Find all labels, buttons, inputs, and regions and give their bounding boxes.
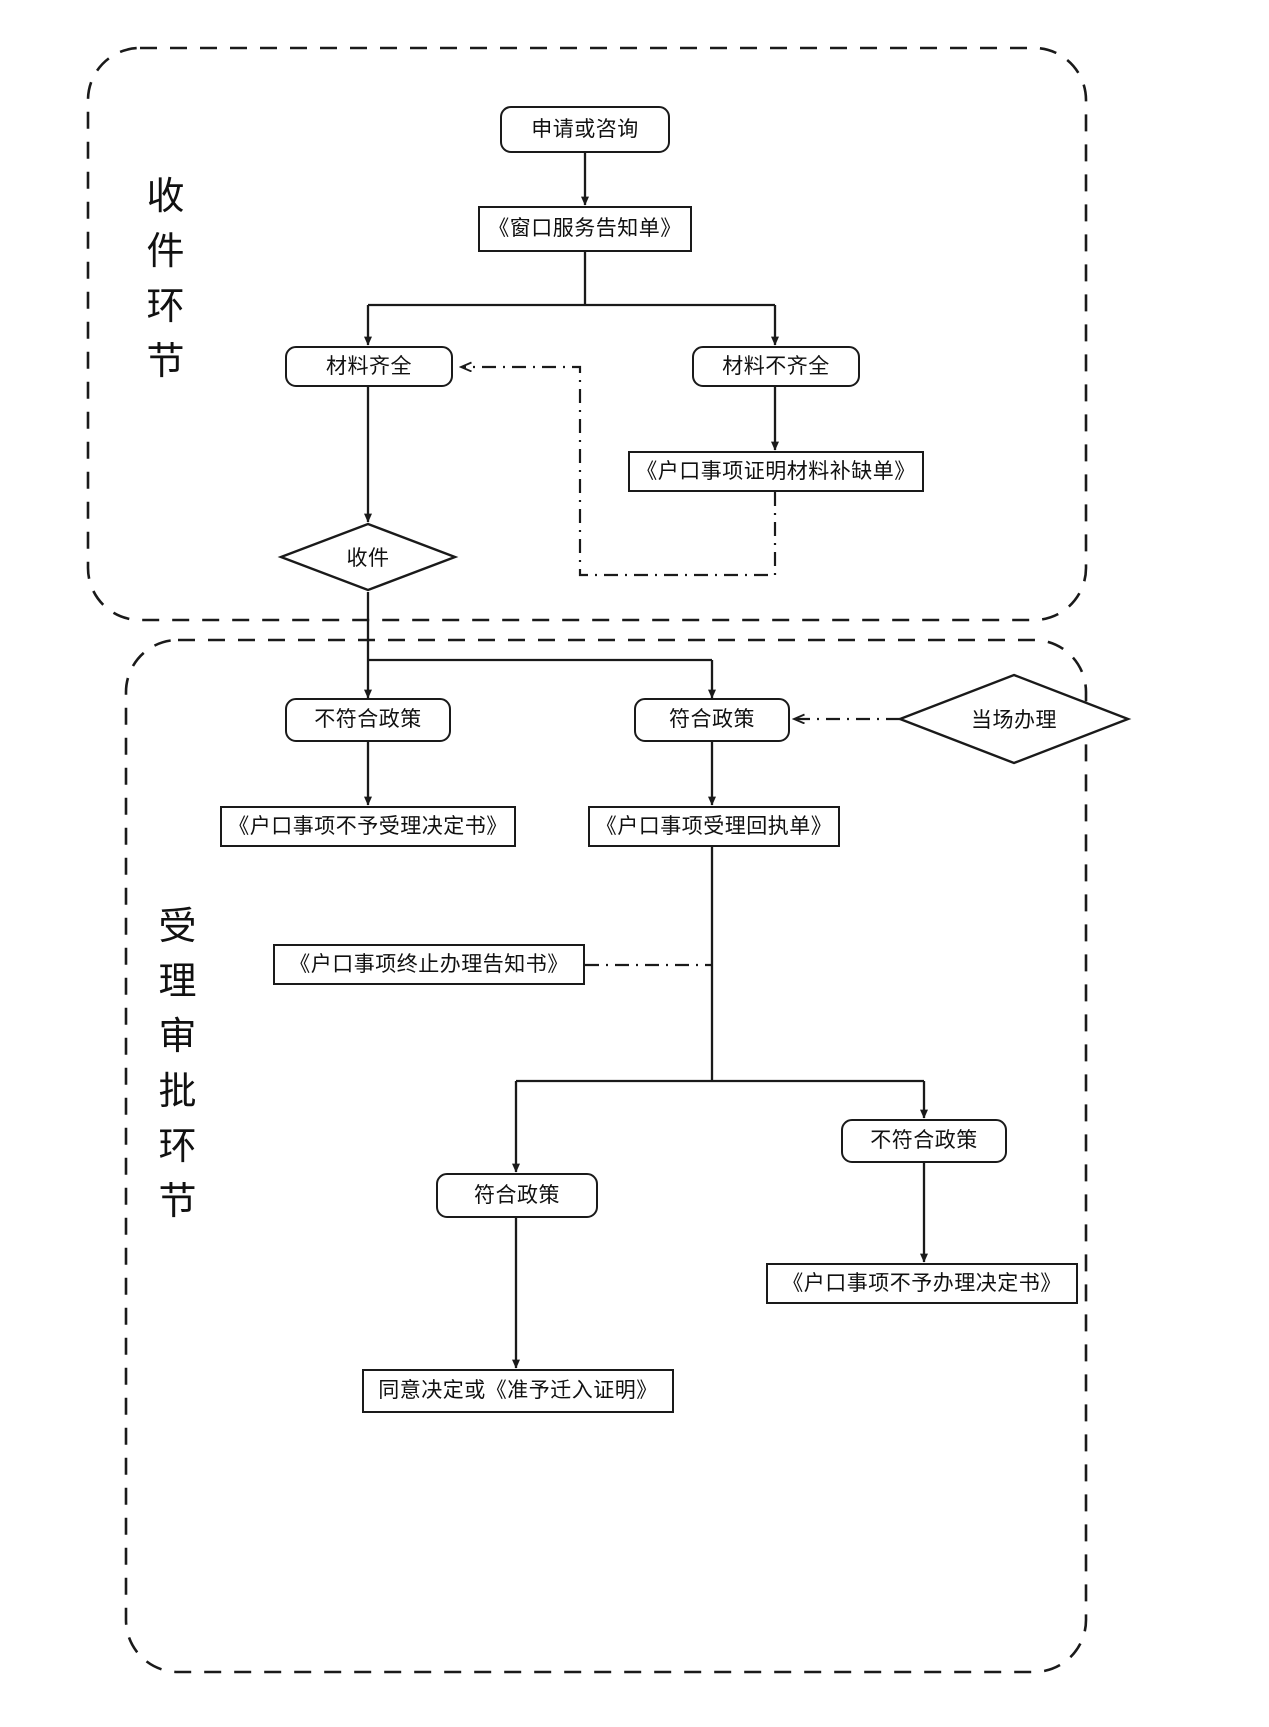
diamond-shape <box>896 673 1132 765</box>
node-not-policy-approval[interactable]: 不符合政策 <box>841 1119 1007 1163</box>
diamond-shape <box>277 522 459 592</box>
node-receive-label: 收件 <box>346 546 390 570</box>
section-label-char: 批 <box>158 1071 198 1114</box>
section-label-char: 环 <box>158 1126 198 1169</box>
section-label-char: 环 <box>146 286 186 329</box>
node-receive-diamond[interactable]: 收件 <box>277 522 459 592</box>
node-reject-handling[interactable]: 《户口事项不予办理决定书》 <box>766 1263 1078 1304</box>
section-label-char: 节 <box>146 341 186 384</box>
node-onsite-diamond[interactable]: 当场办理 <box>896 673 1132 765</box>
section-label-char: 收 <box>146 176 186 218</box>
section-label-intake: 收 件 环 节 <box>130 170 202 390</box>
section-label-char: 受 <box>158 906 198 948</box>
section-label-approval: 受 理 审 批 环 节 <box>142 900 214 1231</box>
node-policy-approval[interactable]: 符合政策 <box>436 1173 598 1218</box>
section-label-char: 件 <box>146 231 186 274</box>
node-missing-list[interactable]: 《户口事项证明材料补缺单》 <box>628 451 924 492</box>
node-window-notice[interactable]: 《窗口服务告知单》 <box>478 206 692 252</box>
section-label-char: 理 <box>158 961 198 1004</box>
node-reject-acceptance[interactable]: 《户口事项不予受理决定书》 <box>220 806 516 847</box>
node-policy-intake[interactable]: 符合政策 <box>634 698 790 742</box>
node-onsite-label: 当场办理 <box>971 708 1057 732</box>
section-label-char: 节 <box>158 1181 198 1224</box>
node-approve-decision[interactable]: 同意决定或《准予迁入证明》 <box>362 1369 674 1413</box>
node-not-policy-intake[interactable]: 不符合政策 <box>285 698 451 742</box>
node-apply[interactable]: 申请或咨询 <box>500 106 670 153</box>
node-docs-incomplete[interactable]: 材料不齐全 <box>692 346 860 387</box>
section-label-char: 审 <box>158 1016 198 1059</box>
node-acceptance-receipt[interactable]: 《户口事项受理回执单》 <box>588 806 840 847</box>
node-docs-complete[interactable]: 材料齐全 <box>285 346 453 387</box>
node-terminate-notice[interactable]: 《户口事项终止办理告知书》 <box>273 944 585 985</box>
